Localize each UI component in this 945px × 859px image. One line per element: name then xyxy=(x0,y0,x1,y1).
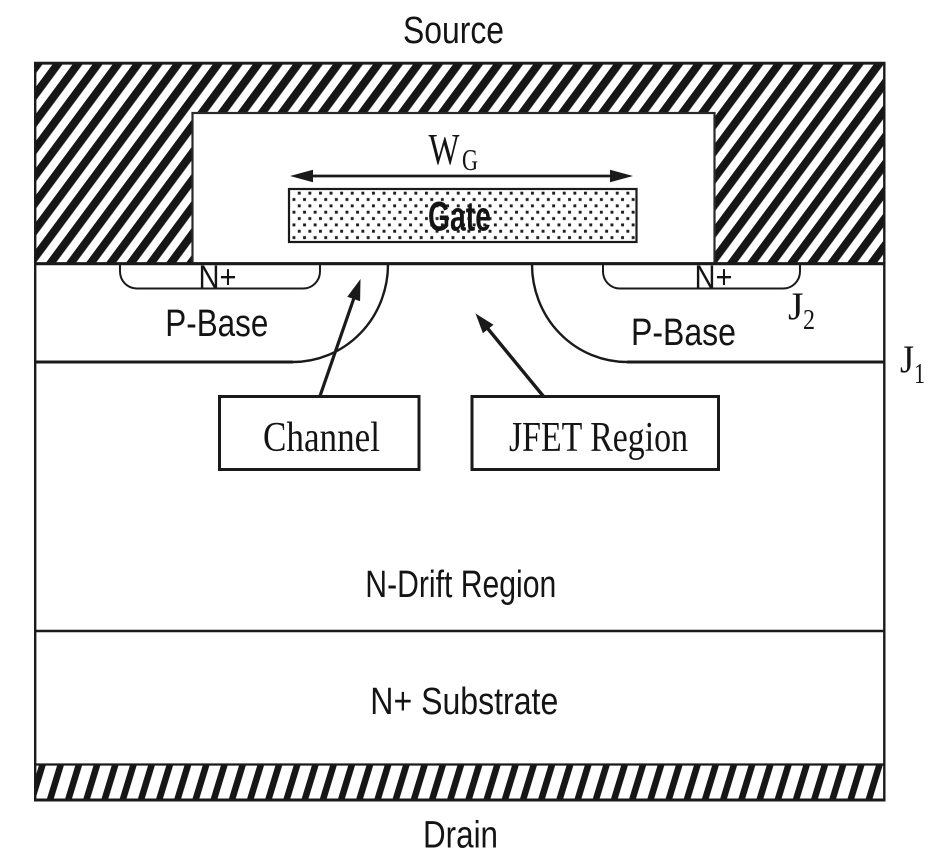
svg-text:P-Base: P-Base xyxy=(631,312,736,354)
svg-text:J: J xyxy=(788,285,804,328)
svg-text:J: J xyxy=(900,338,914,381)
svg-text:N+: N+ xyxy=(695,259,733,295)
svg-text:Gate: Gate xyxy=(428,193,491,240)
svg-text:1: 1 xyxy=(914,359,925,390)
svg-text:Drain: Drain xyxy=(423,815,498,857)
svg-text:Channel: Channel xyxy=(263,415,380,461)
svg-text:N+ Substrate: N+ Substrate xyxy=(370,681,558,723)
svg-text:N-Drift Region: N-Drift Region xyxy=(365,564,556,606)
svg-text:P-Base: P-Base xyxy=(165,303,268,345)
svg-text:W: W xyxy=(429,125,460,174)
svg-text:G: G xyxy=(462,142,478,177)
svg-text:JFET Region: JFET Region xyxy=(509,415,688,461)
svg-text:Source: Source xyxy=(403,10,504,52)
svg-text:N+: N+ xyxy=(199,259,237,295)
svg-text:2: 2 xyxy=(803,305,815,336)
